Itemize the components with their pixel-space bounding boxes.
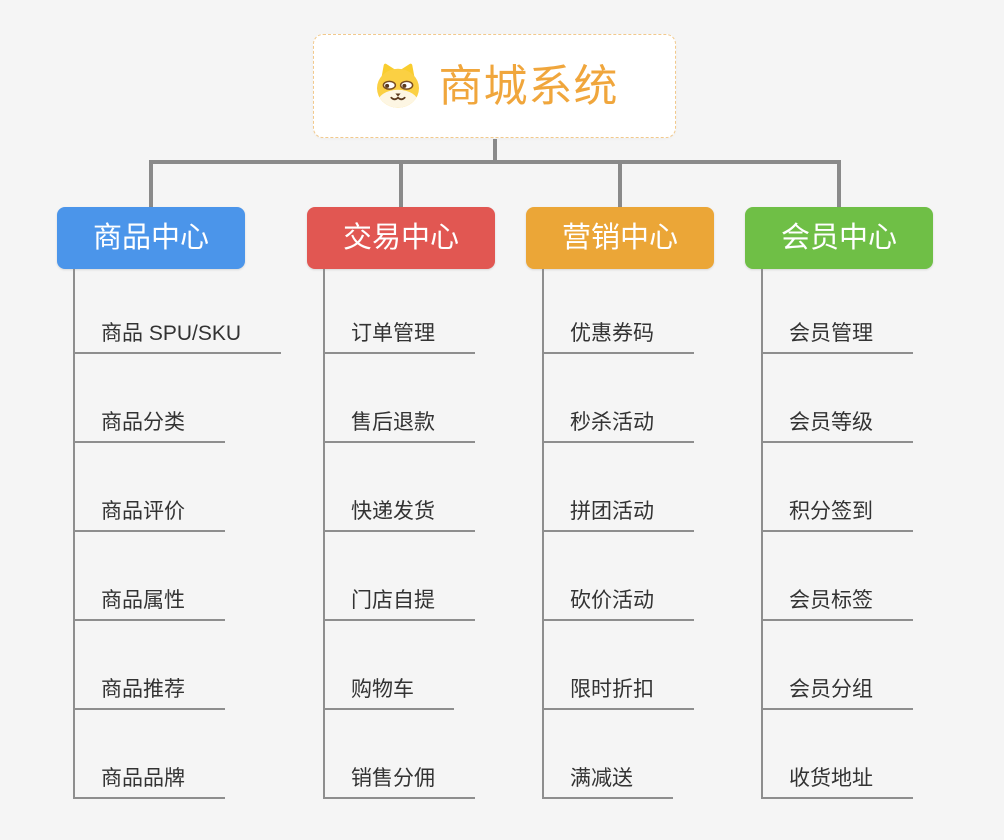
leaf-label: 会员标签 xyxy=(789,588,873,612)
leaf-node[interactable]: 购物车 xyxy=(323,621,454,710)
leaf-label: 商品属性 xyxy=(101,588,185,612)
branch-node-4[interactable]: 会员中心 xyxy=(745,207,933,269)
leaf-label: 商品品牌 xyxy=(101,766,185,790)
leaf-label: 优惠券码 xyxy=(570,321,654,345)
leaf-label: 商品分类 xyxy=(101,410,185,434)
dog-face-icon xyxy=(371,59,425,113)
leaf-label: 会员等级 xyxy=(789,410,873,434)
leaf-node[interactable]: 满减送 xyxy=(542,710,673,799)
leaf-column: 会员管理会员等级积分签到会员标签会员分组收货地址 xyxy=(761,265,913,799)
leaf-column: 优惠券码秒杀活动拼团活动砍价活动限时折扣满减送 xyxy=(542,265,694,799)
leaf-column: 订单管理售后退款快递发货门店自提购物车销售分佣 xyxy=(323,265,475,799)
leaf-node[interactable]: 会员分组 xyxy=(761,621,913,710)
branch-label: 营销中心 xyxy=(561,221,678,254)
branch-node-3[interactable]: 营销中心 xyxy=(526,207,714,269)
leaf-label: 订单管理 xyxy=(351,321,435,345)
leaf-column: 商品 SPU/SKU 商品分类商品评价商品属性商品推荐商品品牌 xyxy=(73,265,282,799)
leaf-node[interactable]: 商品 SPU/SKU xyxy=(73,265,282,354)
leaf-node[interactable]: 拼团活动 xyxy=(542,443,694,532)
branch-label: 商品中心 xyxy=(92,221,209,254)
leaf-label: 商品推荐 xyxy=(101,677,185,701)
leaf-label: 门店自提 xyxy=(351,588,435,612)
connector-root-vertical xyxy=(493,139,497,161)
branch-spine xyxy=(323,269,325,799)
leaf-node[interactable]: 商品分类 xyxy=(73,354,225,443)
leaf-node[interactable]: 会员标签 xyxy=(761,532,913,621)
branch-node-2[interactable]: 交易中心 xyxy=(307,207,495,269)
connector-branch-vertical xyxy=(837,160,841,207)
leaf-label: 满减送 xyxy=(570,766,633,790)
leaf-node[interactable]: 门店自提 xyxy=(323,532,475,621)
connector-branch-vertical xyxy=(149,160,153,207)
leaf-label: 会员管理 xyxy=(789,321,873,345)
leaf-label: 快递发货 xyxy=(351,499,435,523)
leaf-node[interactable]: 订单管理 xyxy=(323,265,475,354)
connector-main-horizontal xyxy=(150,160,840,164)
leaf-node[interactable]: 会员管理 xyxy=(761,265,913,354)
connector-branch-vertical xyxy=(618,160,622,207)
leaf-node[interactable]: 砍价活动 xyxy=(542,532,694,621)
leaf-node[interactable]: 秒杀活动 xyxy=(542,354,694,443)
leaf-label: 销售分佣 xyxy=(351,766,435,790)
leaf-label: 售后退款 xyxy=(351,410,435,434)
leaf-node[interactable]: 销售分佣 xyxy=(323,710,475,799)
branch-node-1[interactable]: 商品中心 xyxy=(57,207,245,269)
root-node[interactable]: 商城系统 xyxy=(313,34,676,138)
leaf-node[interactable]: 积分签到 xyxy=(761,443,913,532)
branch-label: 交易中心 xyxy=(342,221,459,254)
leaf-node[interactable]: 限时折扣 xyxy=(542,621,694,710)
leaf-label: 购物车 xyxy=(351,677,414,701)
leaf-label: 限时折扣 xyxy=(570,677,654,701)
branch-spine xyxy=(73,269,75,799)
leaf-node[interactable]: 商品属性 xyxy=(73,532,225,621)
leaf-label: 商品 SPU/SKU xyxy=(101,321,242,345)
leaf-node[interactable]: 会员等级 xyxy=(761,354,913,443)
leaf-label: 积分签到 xyxy=(789,499,873,523)
connector-branch-vertical xyxy=(399,160,403,207)
leaf-node[interactable]: 收货地址 xyxy=(761,710,913,799)
branch-spine xyxy=(542,269,544,799)
leaf-label: 砍价活动 xyxy=(570,588,654,612)
leaf-label: 拼团活动 xyxy=(570,499,654,523)
leaf-node[interactable]: 优惠券码 xyxy=(542,265,694,354)
leaf-label: 商品评价 xyxy=(101,499,185,523)
leaf-label: 会员分组 xyxy=(789,677,873,701)
leaf-label: 收货地址 xyxy=(789,766,873,790)
leaf-node[interactable]: 售后退款 xyxy=(323,354,475,443)
leaf-node[interactable]: 商品品牌 xyxy=(73,710,225,799)
leaf-label: 秒杀活动 xyxy=(570,410,654,434)
leaf-node[interactable]: 快递发货 xyxy=(323,443,475,532)
branch-spine xyxy=(761,269,763,799)
leaf-node[interactable]: 商品推荐 xyxy=(73,621,225,710)
root-label: 商城系统 xyxy=(438,62,619,111)
leaf-node[interactable]: 商品评价 xyxy=(73,443,225,532)
branch-label: 会员中心 xyxy=(780,221,897,254)
